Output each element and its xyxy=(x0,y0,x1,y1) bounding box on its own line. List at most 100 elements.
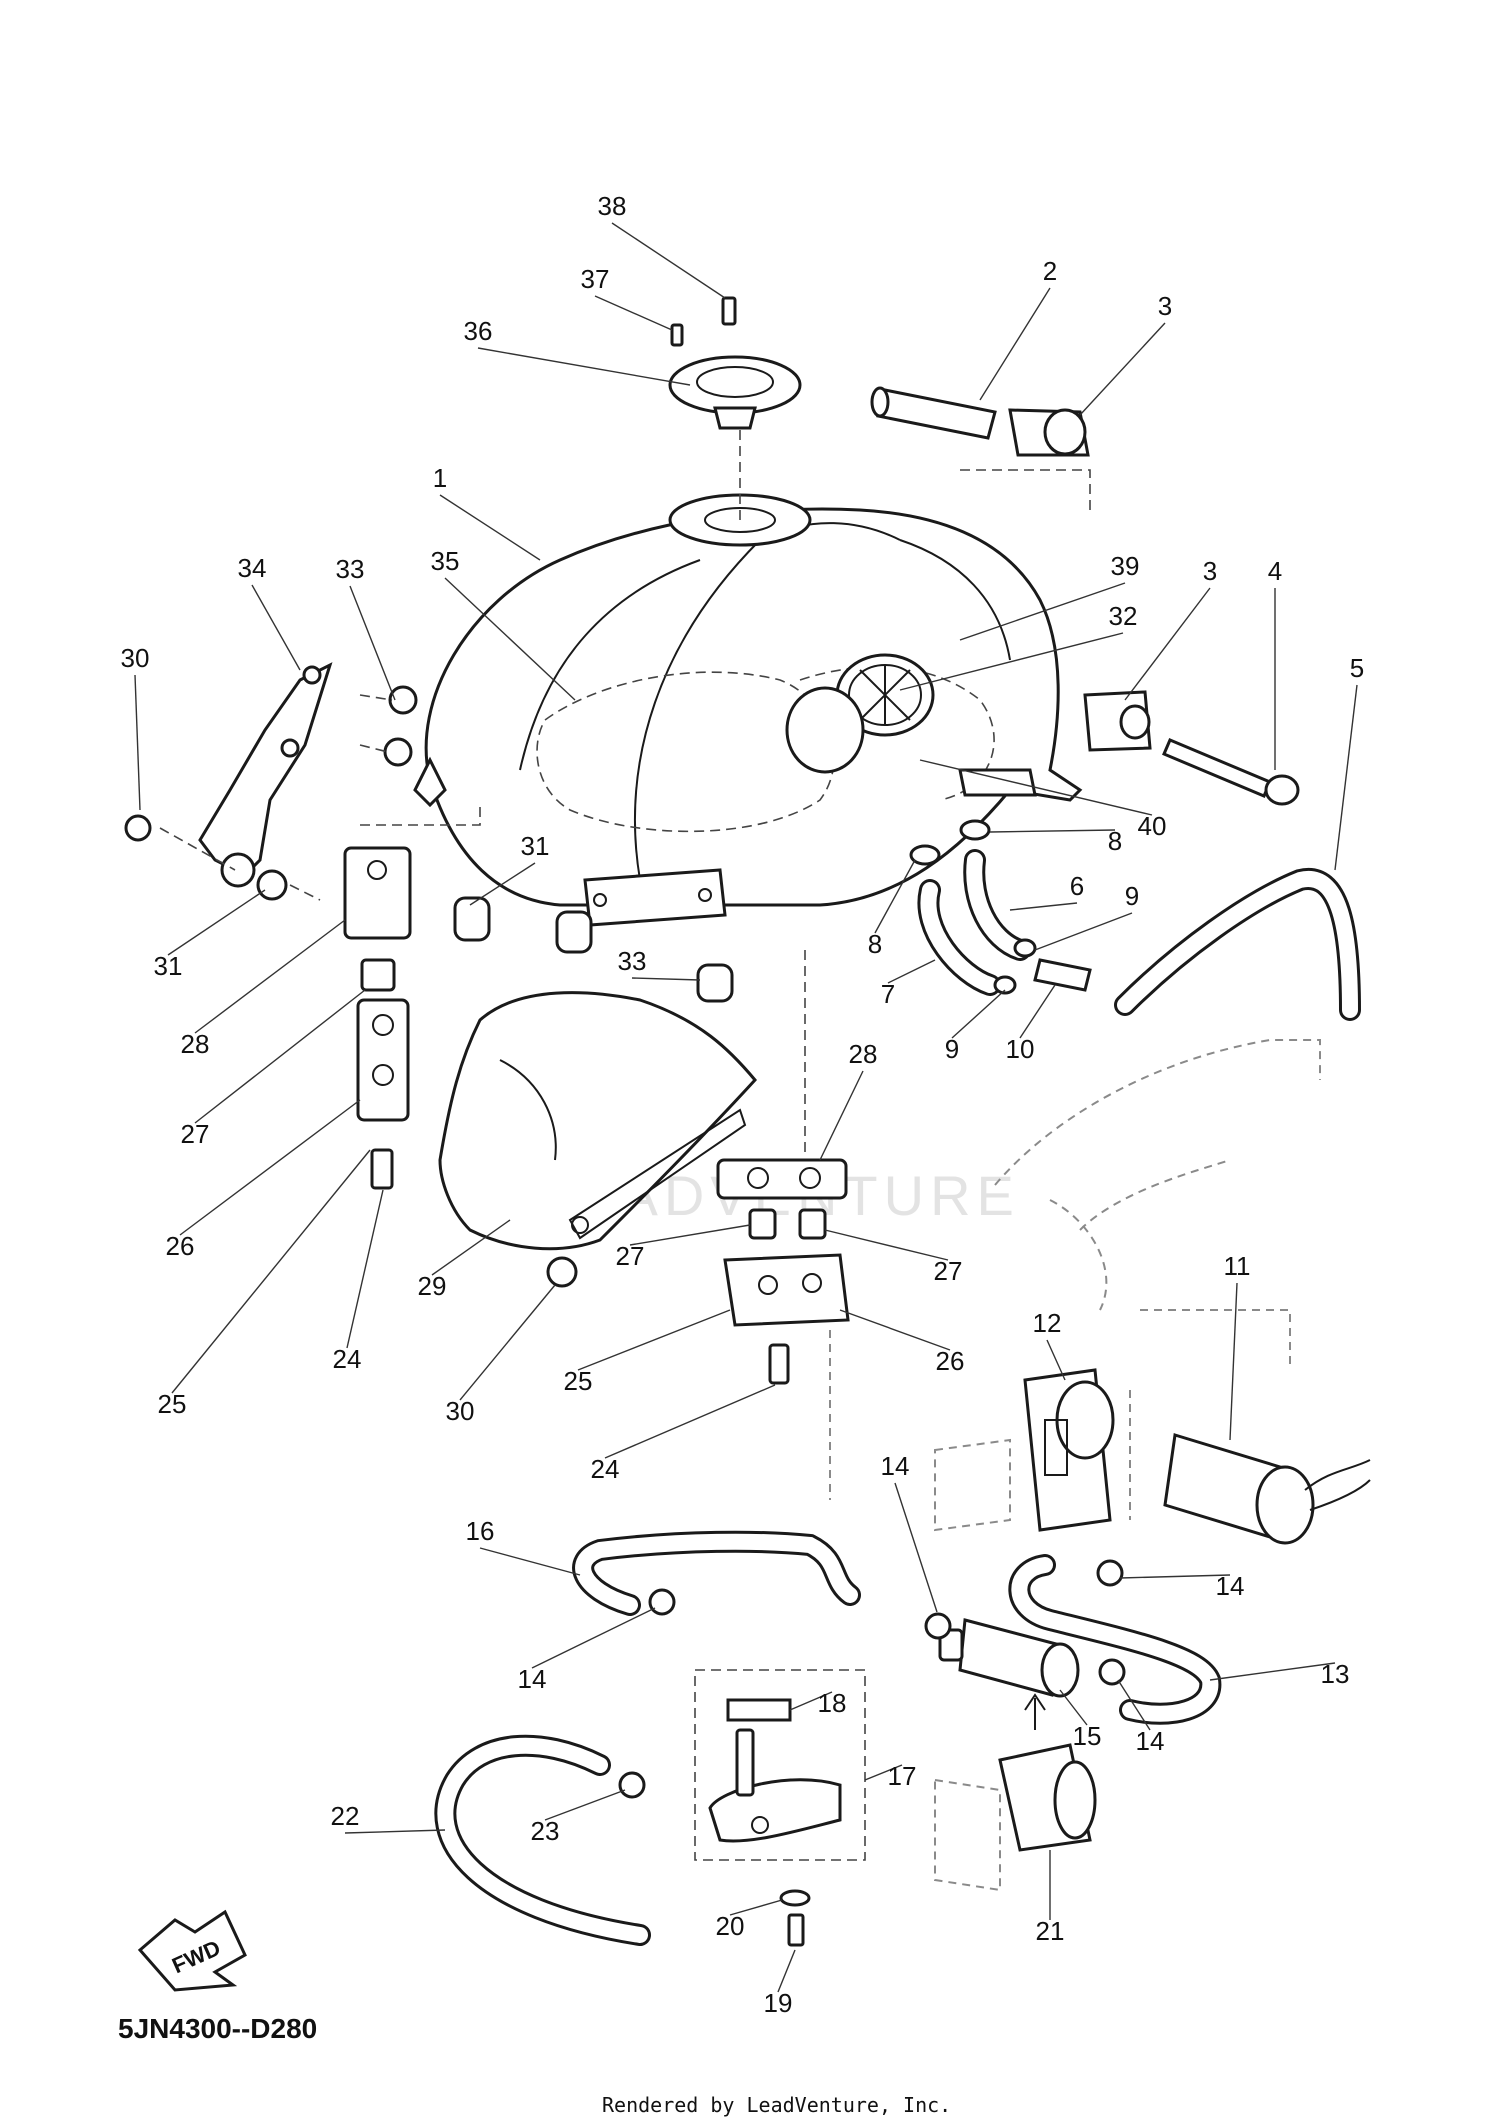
callout-label: 18 xyxy=(818,1688,847,1718)
callout-label: 27 xyxy=(616,1241,645,1271)
tank-bracket xyxy=(198,662,333,888)
callout-label: 26 xyxy=(166,1231,195,1261)
callout-label: 1 xyxy=(433,463,447,493)
callout-label: 15 xyxy=(1073,1721,1102,1751)
callout-leader xyxy=(729,1899,783,1916)
fuel-filter xyxy=(938,1618,1080,1698)
callout-leader xyxy=(531,1607,656,1669)
fuel-hose-upper xyxy=(572,1530,861,1616)
callout-label: 36 xyxy=(464,316,493,346)
callout-label: 37 xyxy=(581,264,610,294)
callout-label: 31 xyxy=(154,951,183,981)
callout-label: 14 xyxy=(1136,1726,1165,1756)
callout-label: 8 xyxy=(868,929,882,959)
fwd-arrow-icon: FWD xyxy=(137,1909,247,1992)
bushing-rear xyxy=(1083,690,1152,752)
callout-label: 14 xyxy=(881,1451,910,1481)
callout-label: 28 xyxy=(181,1029,210,1059)
callout-leader xyxy=(611,222,726,299)
callout-leader xyxy=(1019,984,1056,1039)
callout-label: 26 xyxy=(936,1346,965,1376)
callout-leader xyxy=(604,1384,776,1459)
callout-leader xyxy=(251,584,301,671)
callout-label: 20 xyxy=(716,1911,745,1941)
callout-leader xyxy=(979,287,1051,401)
callout-label: 31 xyxy=(521,831,550,861)
callout-label: 7 xyxy=(881,979,895,1009)
fuel-cock-box xyxy=(694,1669,866,1861)
callout-label: 29 xyxy=(418,1271,447,1301)
callout-leader xyxy=(1124,587,1211,701)
callout-leader xyxy=(479,1547,581,1576)
mount-stack-left xyxy=(343,846,412,1190)
callout-leader xyxy=(134,674,141,811)
breather-hose xyxy=(1114,868,1361,1021)
callout-leader xyxy=(894,1482,938,1613)
callout-leader xyxy=(171,1149,371,1394)
callout-label: 39 xyxy=(1111,551,1140,581)
callout-leader xyxy=(919,759,1153,816)
callout-label: 9 xyxy=(1125,881,1139,911)
callout-leader xyxy=(819,1070,864,1161)
callout-leader xyxy=(577,1309,731,1371)
callout-label: 12 xyxy=(1033,1308,1062,1338)
callout-leader xyxy=(469,862,536,906)
callout-leader xyxy=(594,295,673,331)
callout-leader xyxy=(1117,1679,1151,1731)
render-credit: Rendered by LeadVenture, Inc. xyxy=(602,2093,951,2117)
callout-leader xyxy=(194,919,346,1034)
callout-leader xyxy=(777,1949,796,1993)
callout-label: 10 xyxy=(1006,1034,1035,1064)
callout-label: 21 xyxy=(1036,1916,1065,1946)
callout-leader xyxy=(989,829,1116,833)
fuel-tank xyxy=(413,493,1083,927)
callout-label: 34 xyxy=(238,553,267,583)
callout-leader xyxy=(824,1229,949,1261)
callout-label: 30 xyxy=(446,1396,475,1426)
hose-clamps xyxy=(618,1559,1126,1799)
callout-label: 32 xyxy=(1109,601,1138,631)
fuel-hose-return xyxy=(1008,1554,1222,1725)
callout-leader xyxy=(1334,684,1358,871)
callout-leader xyxy=(899,632,1124,691)
callout-label: 23 xyxy=(531,1816,560,1846)
callout-leader xyxy=(1229,1282,1238,1441)
callout-label: 4 xyxy=(1268,556,1282,586)
mount-stack-right xyxy=(716,1158,850,1385)
callout-leader xyxy=(629,1224,751,1246)
callout-label: 38 xyxy=(598,191,627,221)
fuel-cock xyxy=(708,1698,842,1843)
callout-leader xyxy=(951,989,1006,1039)
diagram-code: 5JN4300--D280 xyxy=(118,2013,317,2044)
callout-label: 35 xyxy=(431,546,460,576)
side-cover xyxy=(438,991,757,1251)
callout-leader xyxy=(346,1189,384,1349)
callout-label: 40 xyxy=(1138,811,1167,841)
callout-leader xyxy=(439,494,541,561)
callout-label: 5 xyxy=(1350,653,1364,683)
fuel-pump xyxy=(1163,1433,1371,1545)
callout-label: 16 xyxy=(466,1516,495,1546)
callout-label: 3 xyxy=(1158,291,1172,321)
callout-label: 11 xyxy=(1224,1251,1251,1281)
callout-label: 33 xyxy=(336,554,365,584)
callout-leader xyxy=(477,347,691,386)
callout-label: 13 xyxy=(1321,1659,1350,1689)
callout-leader xyxy=(887,959,936,984)
callout-leader xyxy=(1119,1574,1231,1579)
emblem-badge xyxy=(785,653,935,774)
callout-label: 2 xyxy=(1043,256,1057,286)
callout-label: 28 xyxy=(849,1039,878,1069)
callout-label: 6 xyxy=(1070,871,1084,901)
callout-label: 24 xyxy=(591,1454,620,1484)
fuel-hose-lower xyxy=(434,1734,651,1946)
callout-leader xyxy=(349,585,396,701)
cover-bolt xyxy=(546,1256,578,1288)
drain-hoses xyxy=(909,819,1092,996)
callout-leader xyxy=(1034,912,1133,951)
callout-leader xyxy=(1079,322,1166,416)
callout-leader xyxy=(194,989,366,1124)
